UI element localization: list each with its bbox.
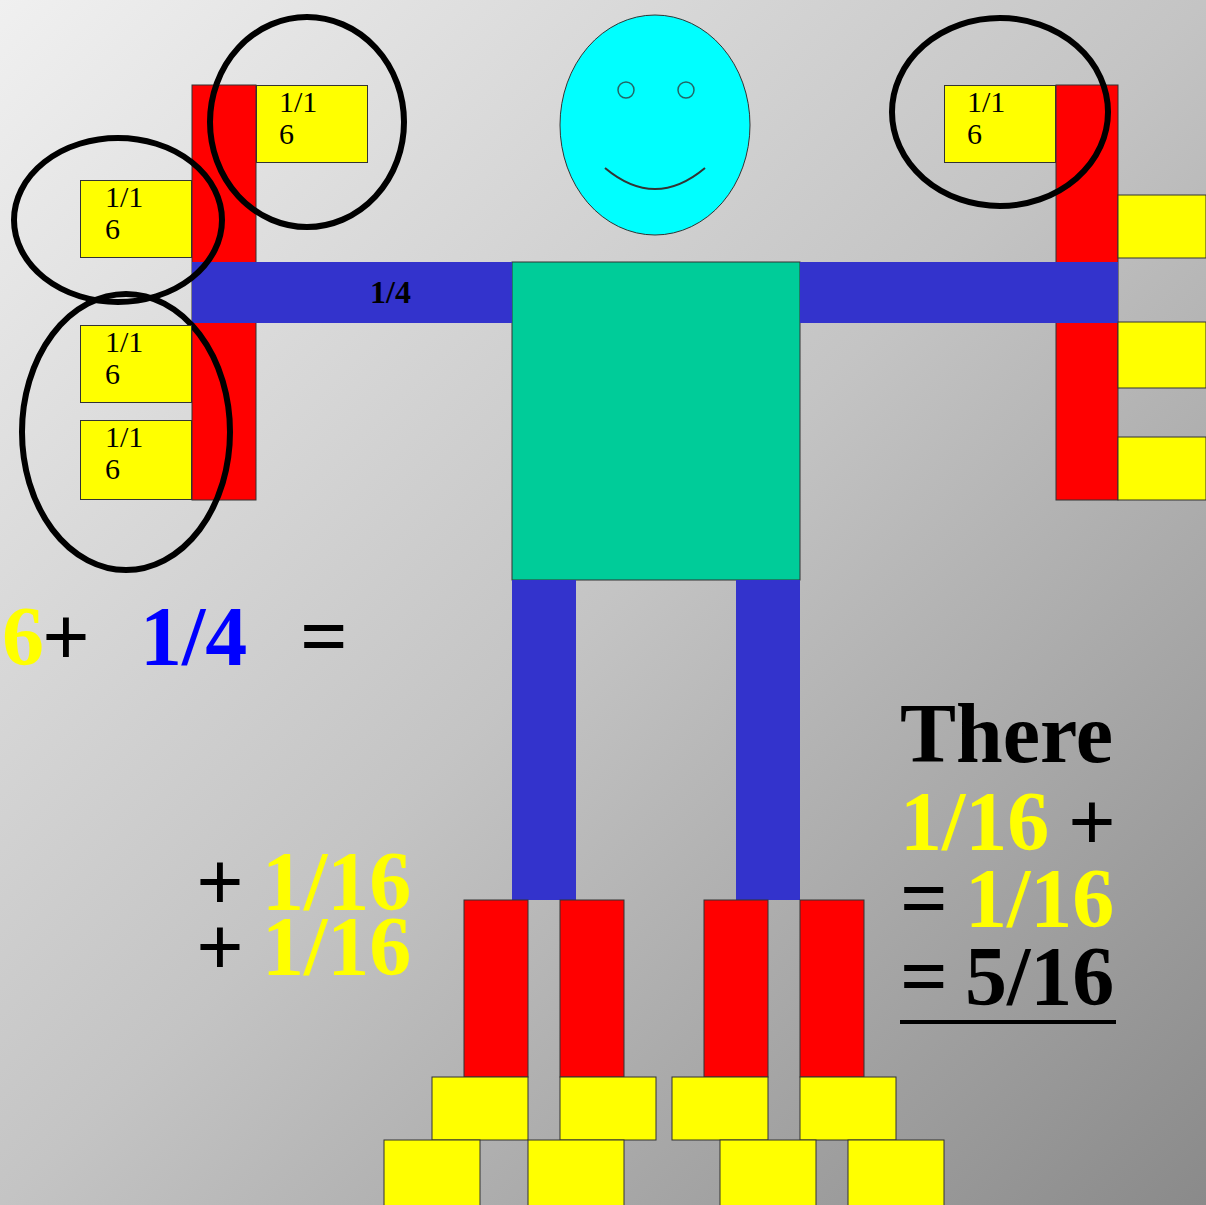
equation-term: There [900,692,1113,776]
fraction-box: 1/16 [80,180,192,258]
equation-term: 1/16 [965,857,1114,941]
robot-foot [560,900,624,1077]
highlight-circle [210,17,404,227]
robot-foot [704,900,768,1077]
fraction-text: 1/16 [105,326,151,389]
equation-term: 5/16 [965,935,1114,1019]
robot-arm [800,262,1118,323]
toe-block [672,1077,768,1140]
finger-block [1118,195,1206,258]
toe-block [528,1140,624,1205]
robot-foot [464,900,528,1077]
robot-eye [678,82,694,98]
robot-smile [605,168,705,189]
finger-block [1118,437,1206,500]
robot-eye [618,82,634,98]
fraction-box: 1/16 [256,85,368,163]
equation-term: + [196,905,244,989]
fraction-text: 1/16 [967,86,1013,149]
fraction-box: 1/16 [944,85,1056,163]
toe-block [800,1077,896,1140]
equation-term: = [900,857,948,941]
robot-foot [800,900,864,1077]
highlight-circle [22,294,230,570]
equation-term: = [900,935,948,1019]
fraction-text: 1/16 [105,181,151,244]
fraction-box: 1/16 [80,325,192,403]
equation-term: = [300,595,348,679]
toe-block [720,1140,816,1205]
highlight-circle [14,138,222,302]
arm-band: 1/4 [192,262,512,323]
robot-body [512,262,800,580]
finger-block [1118,322,1206,388]
toe-block [432,1077,528,1140]
highlight-circle [892,18,1108,206]
equation-term: 1/4 [140,595,247,679]
robot-arm [192,262,512,323]
toe-block [384,1140,480,1205]
fraction-text: 1/16 [279,86,325,149]
equation-term: + [42,595,90,679]
fraction-box: 1/16 [80,420,192,500]
equation-term: 6 [2,595,44,679]
equation-term: 1/16 [262,905,411,989]
robot-leg [512,580,576,900]
robot-leg [736,580,800,900]
toe-block [848,1140,944,1205]
fraction-text: 1/4 [370,275,411,310]
robot-head [560,15,750,235]
toe-block [560,1077,656,1140]
equation-term: + [1068,780,1116,864]
result-underline [900,1020,1116,1024]
fraction-text: 1/16 [105,421,151,484]
equation-term: 1/16 [900,780,1049,864]
